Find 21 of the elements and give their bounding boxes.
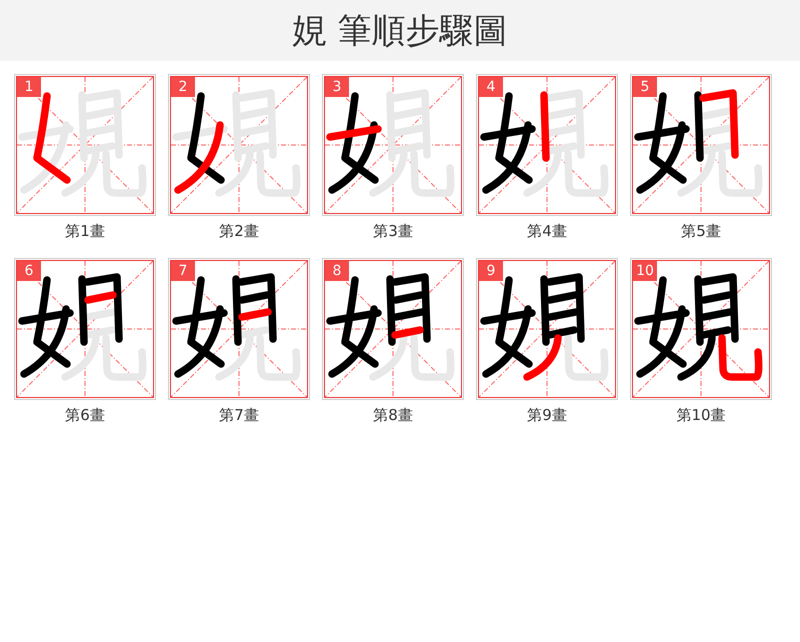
step-number: 4	[479, 77, 503, 97]
step-caption: 第10畫	[676, 406, 726, 424]
step-number: 7	[171, 261, 195, 281]
step-caption: 第9畫	[527, 406, 567, 424]
page-title: 娊 筆順步驟圖	[292, 10, 508, 53]
step-number: 10	[633, 261, 657, 281]
step-number: 9	[479, 261, 503, 281]
step-caption: 第6畫	[65, 406, 105, 424]
step-number: 2	[171, 77, 195, 97]
step-caption: 第8畫	[373, 406, 413, 424]
step-number: 6	[17, 261, 41, 281]
step-number: 1	[17, 77, 41, 97]
step-caption: 第1畫	[65, 222, 105, 240]
step-caption: 第4畫	[527, 222, 567, 240]
step-caption: 第2畫	[219, 222, 259, 240]
step-caption: 第5畫	[681, 222, 721, 240]
step-number: 8	[325, 261, 349, 281]
step-caption: 第7畫	[219, 406, 259, 424]
step-caption: 第3畫	[373, 222, 413, 240]
step-number: 3	[325, 77, 349, 97]
step-number: 5	[633, 77, 657, 97]
